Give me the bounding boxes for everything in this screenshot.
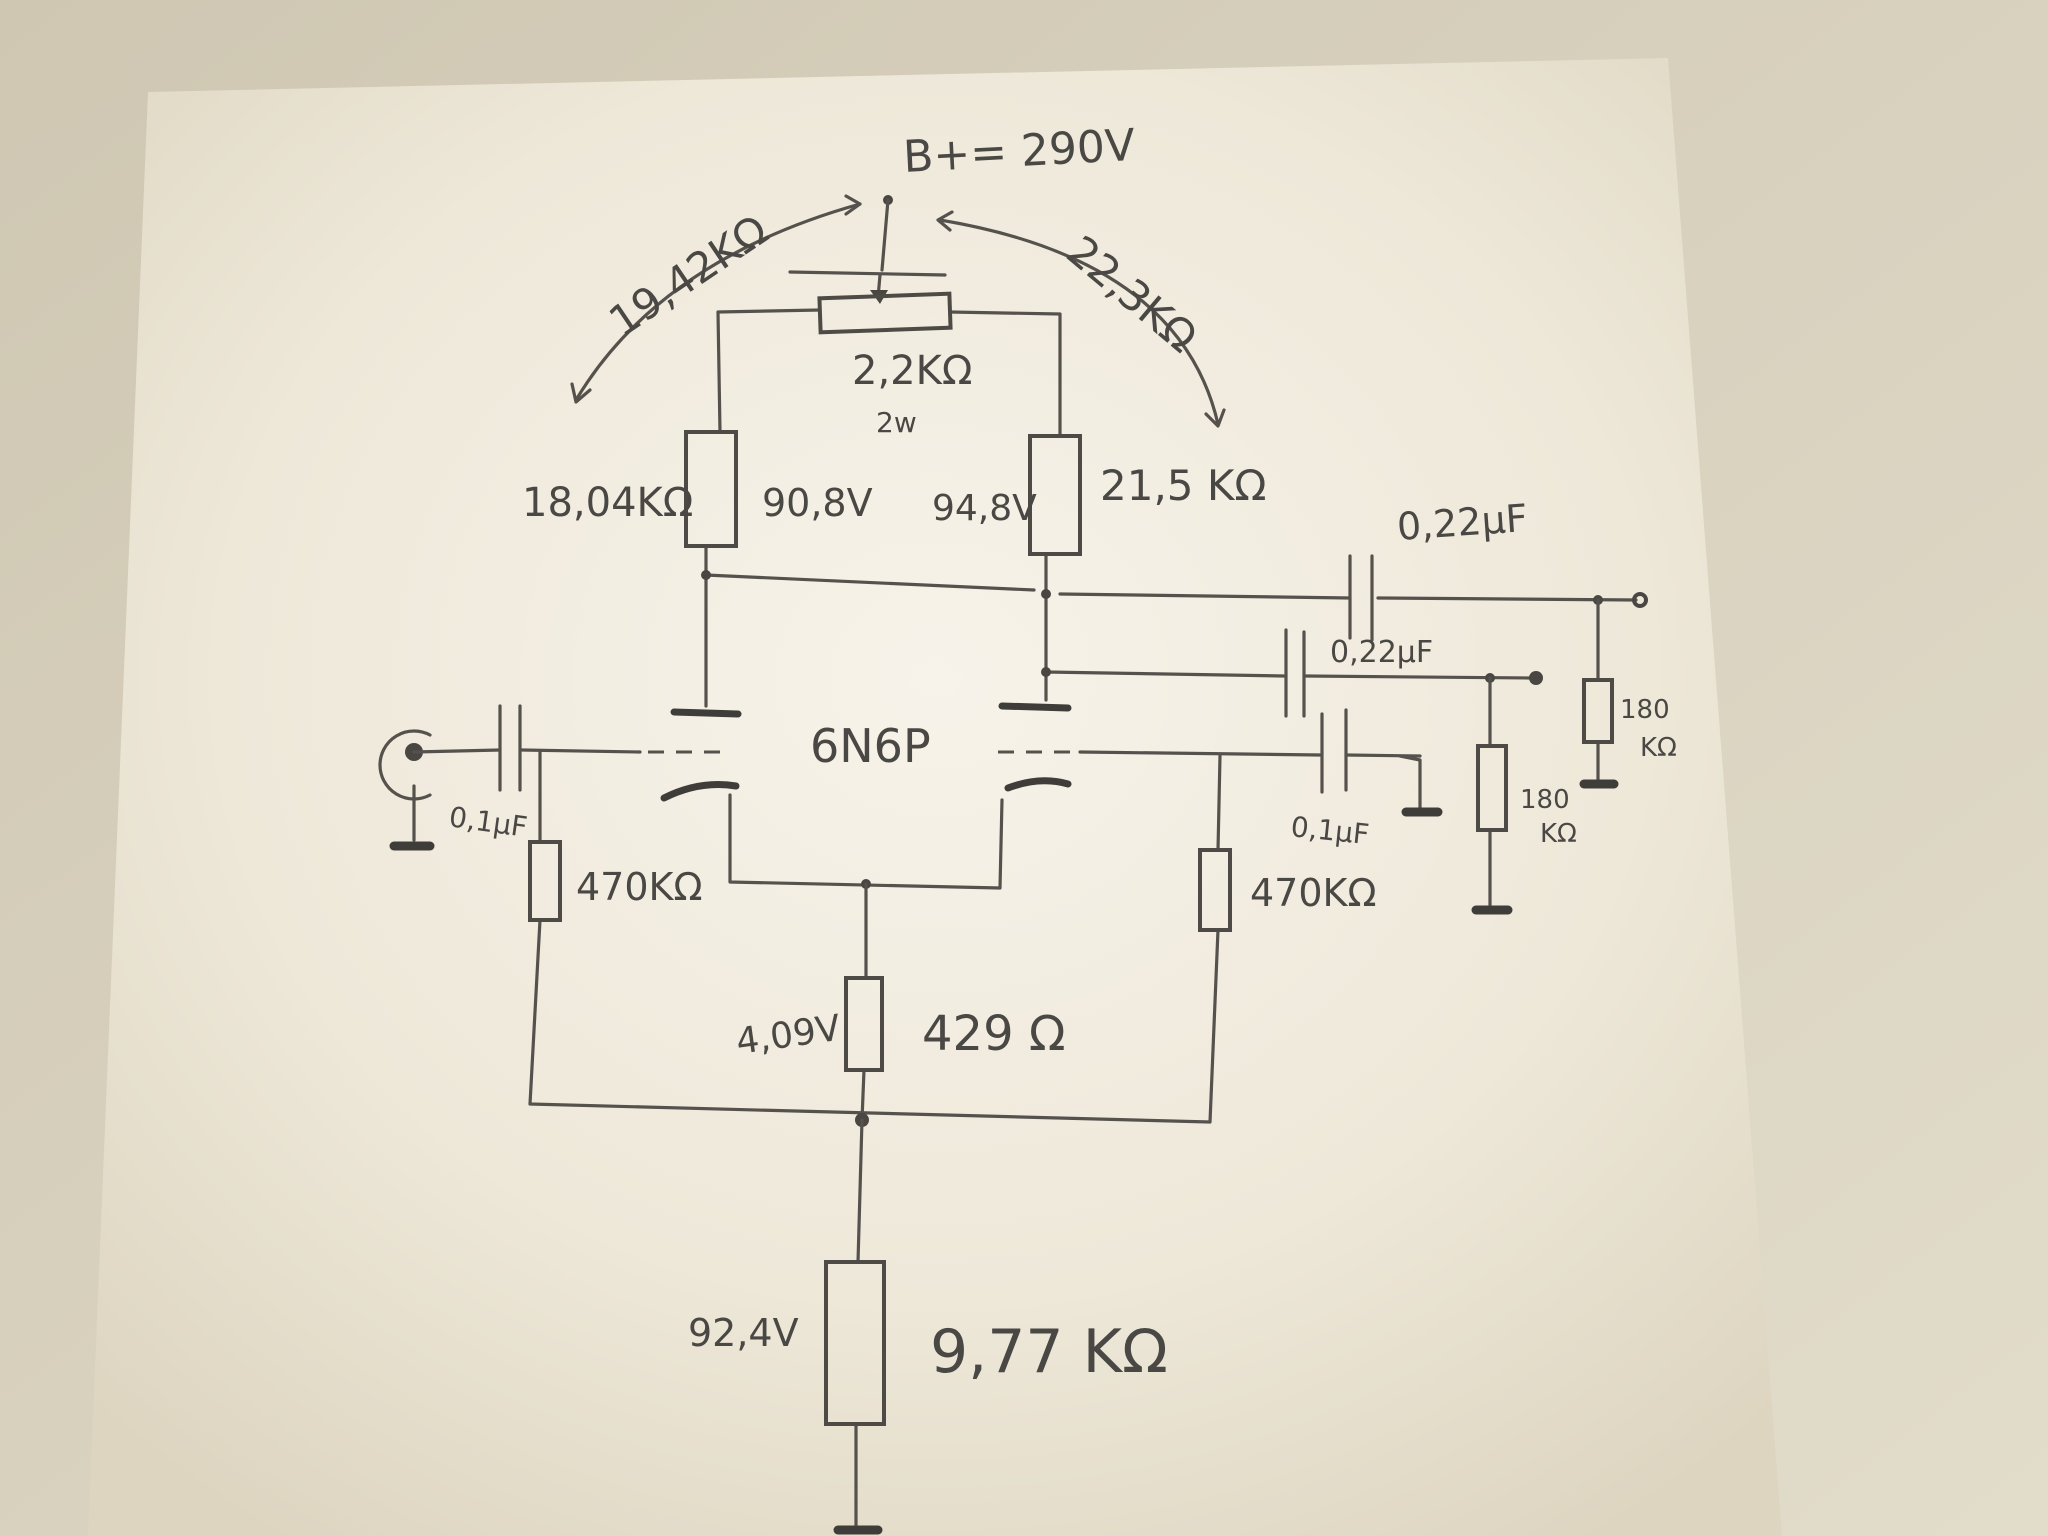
load-resistor-1-unit: KΩ [1540,819,1577,849]
pot-value-label: 2,2KΩ [852,348,972,394]
arrow-left-icon [574,202,862,402]
potentiometer [817,291,953,335]
load-resistor-2-value: 180 [1620,695,1670,725]
tail-resistor-label: 9,77 KΩ [930,1317,1168,1387]
anode-resistor-left-label: 18,04KΩ [522,480,693,526]
anode-resistor-right [1028,434,1082,556]
tube-type-label: 6N6P [810,719,931,773]
tube-6n6p [648,702,1080,802]
resistors [528,291,1614,1426]
cathode-resistor [844,976,884,1072]
wires [378,195,1648,1532]
load-resistor-1-label: 180 KΩ [1520,785,1578,849]
grid-resistor-right [1198,848,1232,932]
tail-resistor [824,1260,886,1426]
coupling-cap-second-label: 0,22μF [1330,635,1433,670]
pot-power-label: 2w [876,406,917,439]
anode-voltage-right-label: 94,8V [932,488,1037,529]
cathode-resistor-label: 429 Ω [922,1006,1066,1062]
load-resistor-2 [1582,678,1614,744]
load-resistor-2-label: 180 KΩ [1620,695,1678,763]
anode-resistor-right-label: 21,5 KΩ [1100,461,1267,510]
input-cap-right-label: 0,1μF [1289,810,1370,851]
coupling-cap-top-label: 0,22μF [1396,496,1529,549]
load-resistor-2-unit: KΩ [1640,733,1677,763]
supply-voltage-label: B+= 290V [902,120,1136,183]
grid-resistor-left-label: 470KΩ [576,865,703,909]
anode-resistor-left [684,430,738,548]
grounds [389,779,1619,1535]
tail-voltage-label: 92,4V [688,1311,799,1355]
anode-voltage-left-label: 90,8V [762,481,873,525]
cathode-right [1004,777,1072,792]
grid-resistor-left [528,840,562,922]
measurement-arrows [570,194,1226,428]
plate-left [670,708,742,718]
grid-resistor-right-label: 470KΩ [1250,871,1377,915]
paper-sheet [88,58,1782,1536]
load-resistor-1-value: 180 [1520,785,1570,815]
arrow-right-icon [938,218,1220,426]
plate-right [998,702,1072,712]
capacitors [498,554,1374,794]
load-resistor-1 [1476,744,1508,832]
cathode-left [660,781,740,802]
